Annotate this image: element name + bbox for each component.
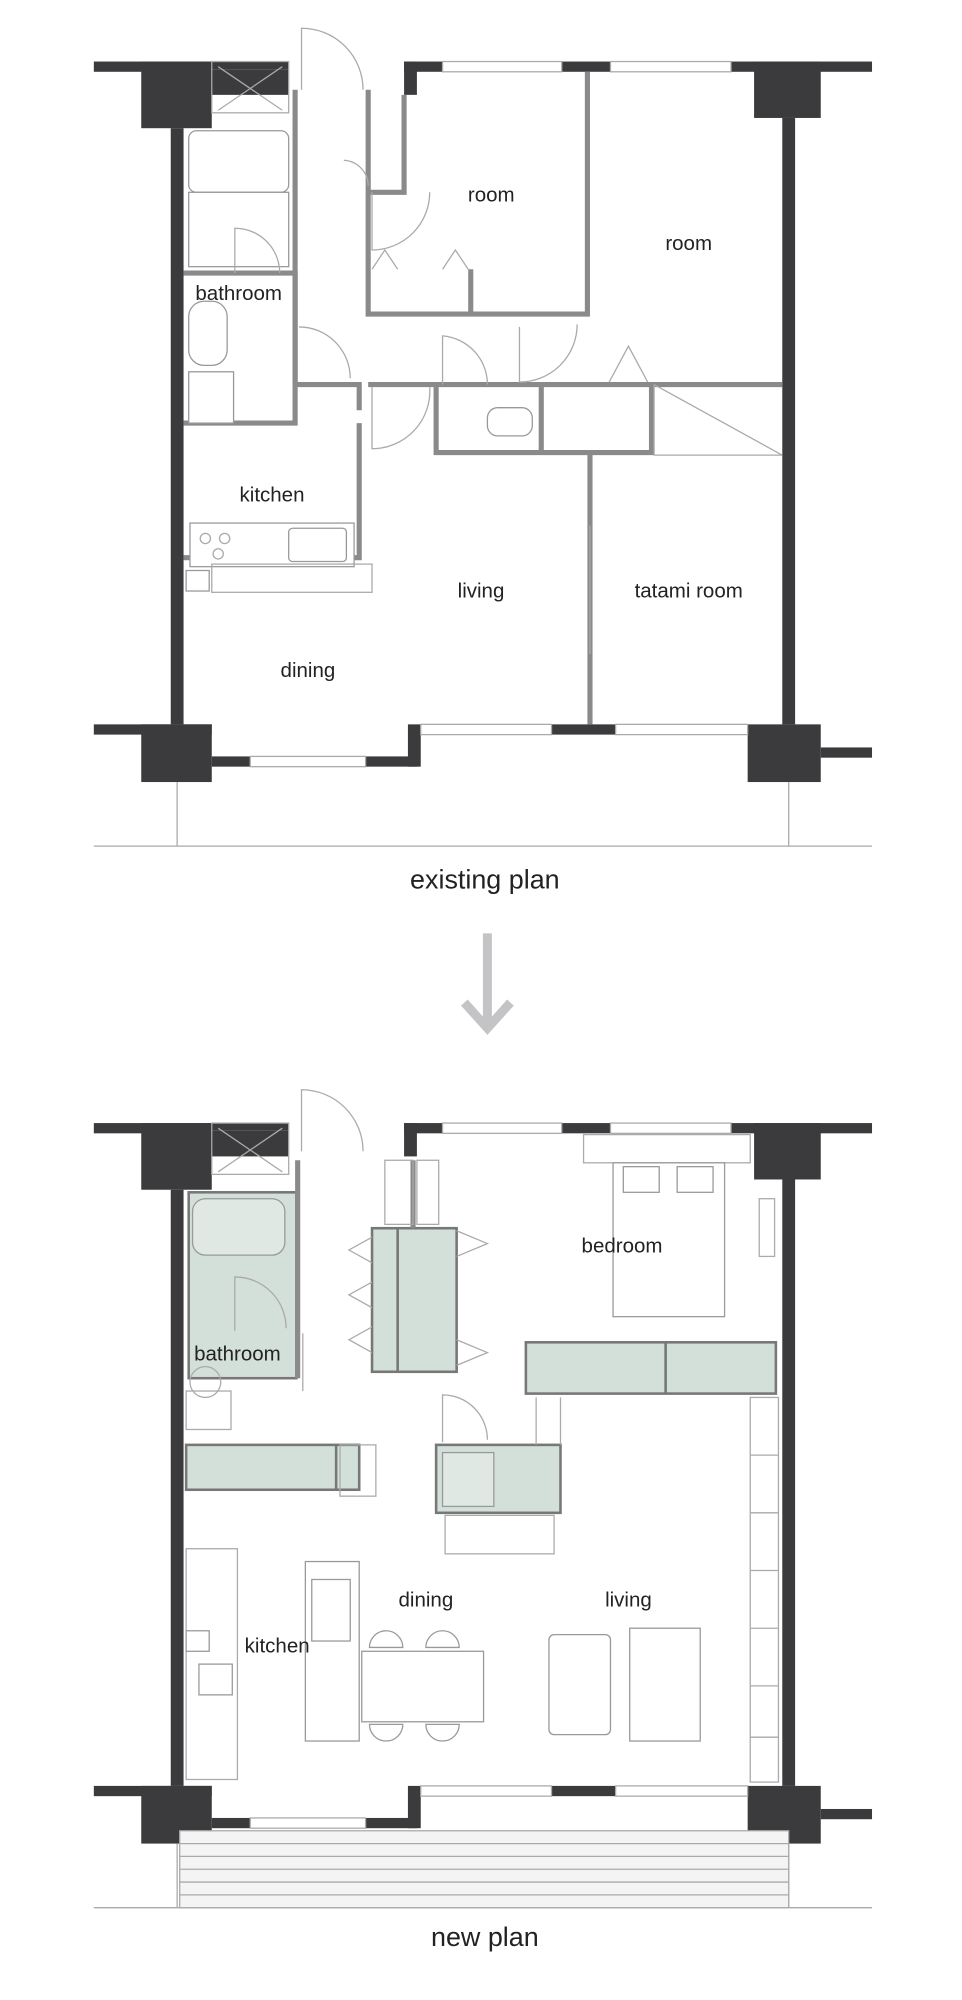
label-living: living [605, 1588, 652, 1611]
label-room-2: room [665, 232, 712, 255]
label-bathroom: bathroom [195, 282, 282, 305]
existing-plan: room room bathroom kitchen living tatami… [93, 27, 873, 894]
label-kitchen: kitchen [245, 1635, 310, 1658]
room-labels: bedroom bathroom dining living kitchen [194, 1235, 662, 1658]
label-bathroom: bathroom [194, 1342, 281, 1365]
new-plan: bedroom bathroom dining living kitchen n… [93, 1089, 873, 1952]
label-bedroom: bedroom [582, 1235, 663, 1258]
label-room-1: room [468, 183, 515, 206]
arrow-down-icon [460, 933, 514, 1035]
partitions [183, 71, 783, 725]
entry-door [300, 1089, 364, 1152]
existing-plan-caption: existing plan [410, 864, 560, 894]
label-living: living [458, 579, 505, 602]
room-labels: room room bathroom kitchen living tatami… [195, 183, 742, 682]
partitions [179, 1133, 790, 1909]
new-plan-caption: new plan [431, 1922, 539, 1952]
label-dining: dining [281, 659, 336, 682]
label-dining: dining [399, 1588, 454, 1611]
label-tatami-room: tatami room [635, 579, 743, 602]
label-kitchen: kitchen [240, 483, 305, 506]
entry-door [300, 27, 364, 90]
